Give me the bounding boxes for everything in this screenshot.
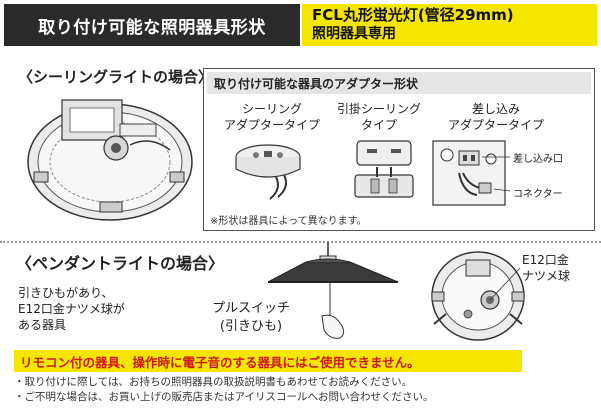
shape-note: ※形状は器具によって異なります。 xyxy=(210,216,367,227)
hook-ceiling-illustration xyxy=(354,140,414,198)
pendant-lamp-illustration xyxy=(267,242,399,339)
adapter-types-panel: 取り付け可能な器具のアダプター形状 シーリング アダプタータイプ 引掛シーリング… xyxy=(203,68,595,231)
connector-label: コネクター xyxy=(513,189,563,200)
ceiling-fixture-illustration xyxy=(27,99,193,221)
product-line1: FCL丸形蛍光灯(管径29mm) xyxy=(312,6,514,24)
product-line2: 照明器具専用 xyxy=(312,26,396,42)
pendant-section-title: 〈ペンダントライトの場合〉 xyxy=(16,254,225,273)
warning-banner: リモコン付の器具、操作時に電子音のする器具にはご使用できません。 xyxy=(14,350,522,372)
pendant-description: 引きひもがあり、 E12口金ナツメ球が ある器具 xyxy=(18,285,125,333)
leader-lines xyxy=(482,156,511,192)
adapter-type-ceiling: シーリング アダプタータイプ xyxy=(222,101,322,133)
plug-label: 差し込み口 xyxy=(513,154,563,165)
section-divider xyxy=(0,241,601,243)
e12-line2: ナツメ球 xyxy=(522,269,571,283)
adapter-type-label-line2: アダプタータイプ xyxy=(447,118,544,132)
pull-switch-line1: プルスイッチ xyxy=(212,301,291,316)
note-line: ・取り付けに際しては、お持ちの照明器具の取扱説明書もあわせてお読みください。 xyxy=(14,376,413,388)
adapter-panel-header: 取り付け可能な器具のアダプター形状 xyxy=(207,72,591,94)
plugin-adapter-illustration xyxy=(432,140,506,206)
notes: ・取り付けに際しては、お持ちの照明器具の取扱説明書もあわせてお読みください。 ・… xyxy=(14,375,433,405)
e12-line1: E12口金 xyxy=(522,253,569,267)
product-badge: FCL丸形蛍光灯(管径29mm) 照明器具専用 xyxy=(302,4,597,46)
adapter-type-label-line1: 差し込み xyxy=(471,102,520,116)
adapter-type-label-line2: アダプタータイプ xyxy=(223,118,320,132)
pendant-desc-line3: ある器具 xyxy=(18,318,67,332)
ceiling-adapter-illustration xyxy=(235,144,301,200)
page-header: 取り付け可能な照明器具形状 FCL丸形蛍光灯(管径29mm) 照明器具専用 xyxy=(0,0,601,50)
e12-bulb-label: E12口金 ナツメ球 xyxy=(522,252,570,284)
pendant-desc-line1: 引きひもがあり、 xyxy=(18,286,114,300)
adapter-type-label-line1: シーリング xyxy=(241,102,302,116)
adapter-type-plugin: 差し込み アダプタータイプ xyxy=(436,101,556,133)
adapter-type-hook: 引掛シーリング タイプ xyxy=(329,101,429,133)
page-title: 取り付け可能な照明器具形状 xyxy=(4,4,300,46)
pull-switch-label: プルスイッチ (引きひも) xyxy=(212,300,290,336)
pendant-base-illustration xyxy=(431,251,525,341)
adapter-type-label-line1: 引掛シーリング xyxy=(336,102,421,116)
note-line: ・ご不明な場合は、お買い上げの販売店またはアイリスコールへお問い合わせください。 xyxy=(14,391,434,403)
pendant-desc-line2: E12口金ナツメ球が xyxy=(18,302,125,316)
adapter-type-label-line2: タイプ xyxy=(360,118,397,132)
ceiling-section-title: 〈シーリングライトの場合〉 xyxy=(18,68,214,86)
pull-switch-line2: (引きひも) xyxy=(219,319,283,334)
